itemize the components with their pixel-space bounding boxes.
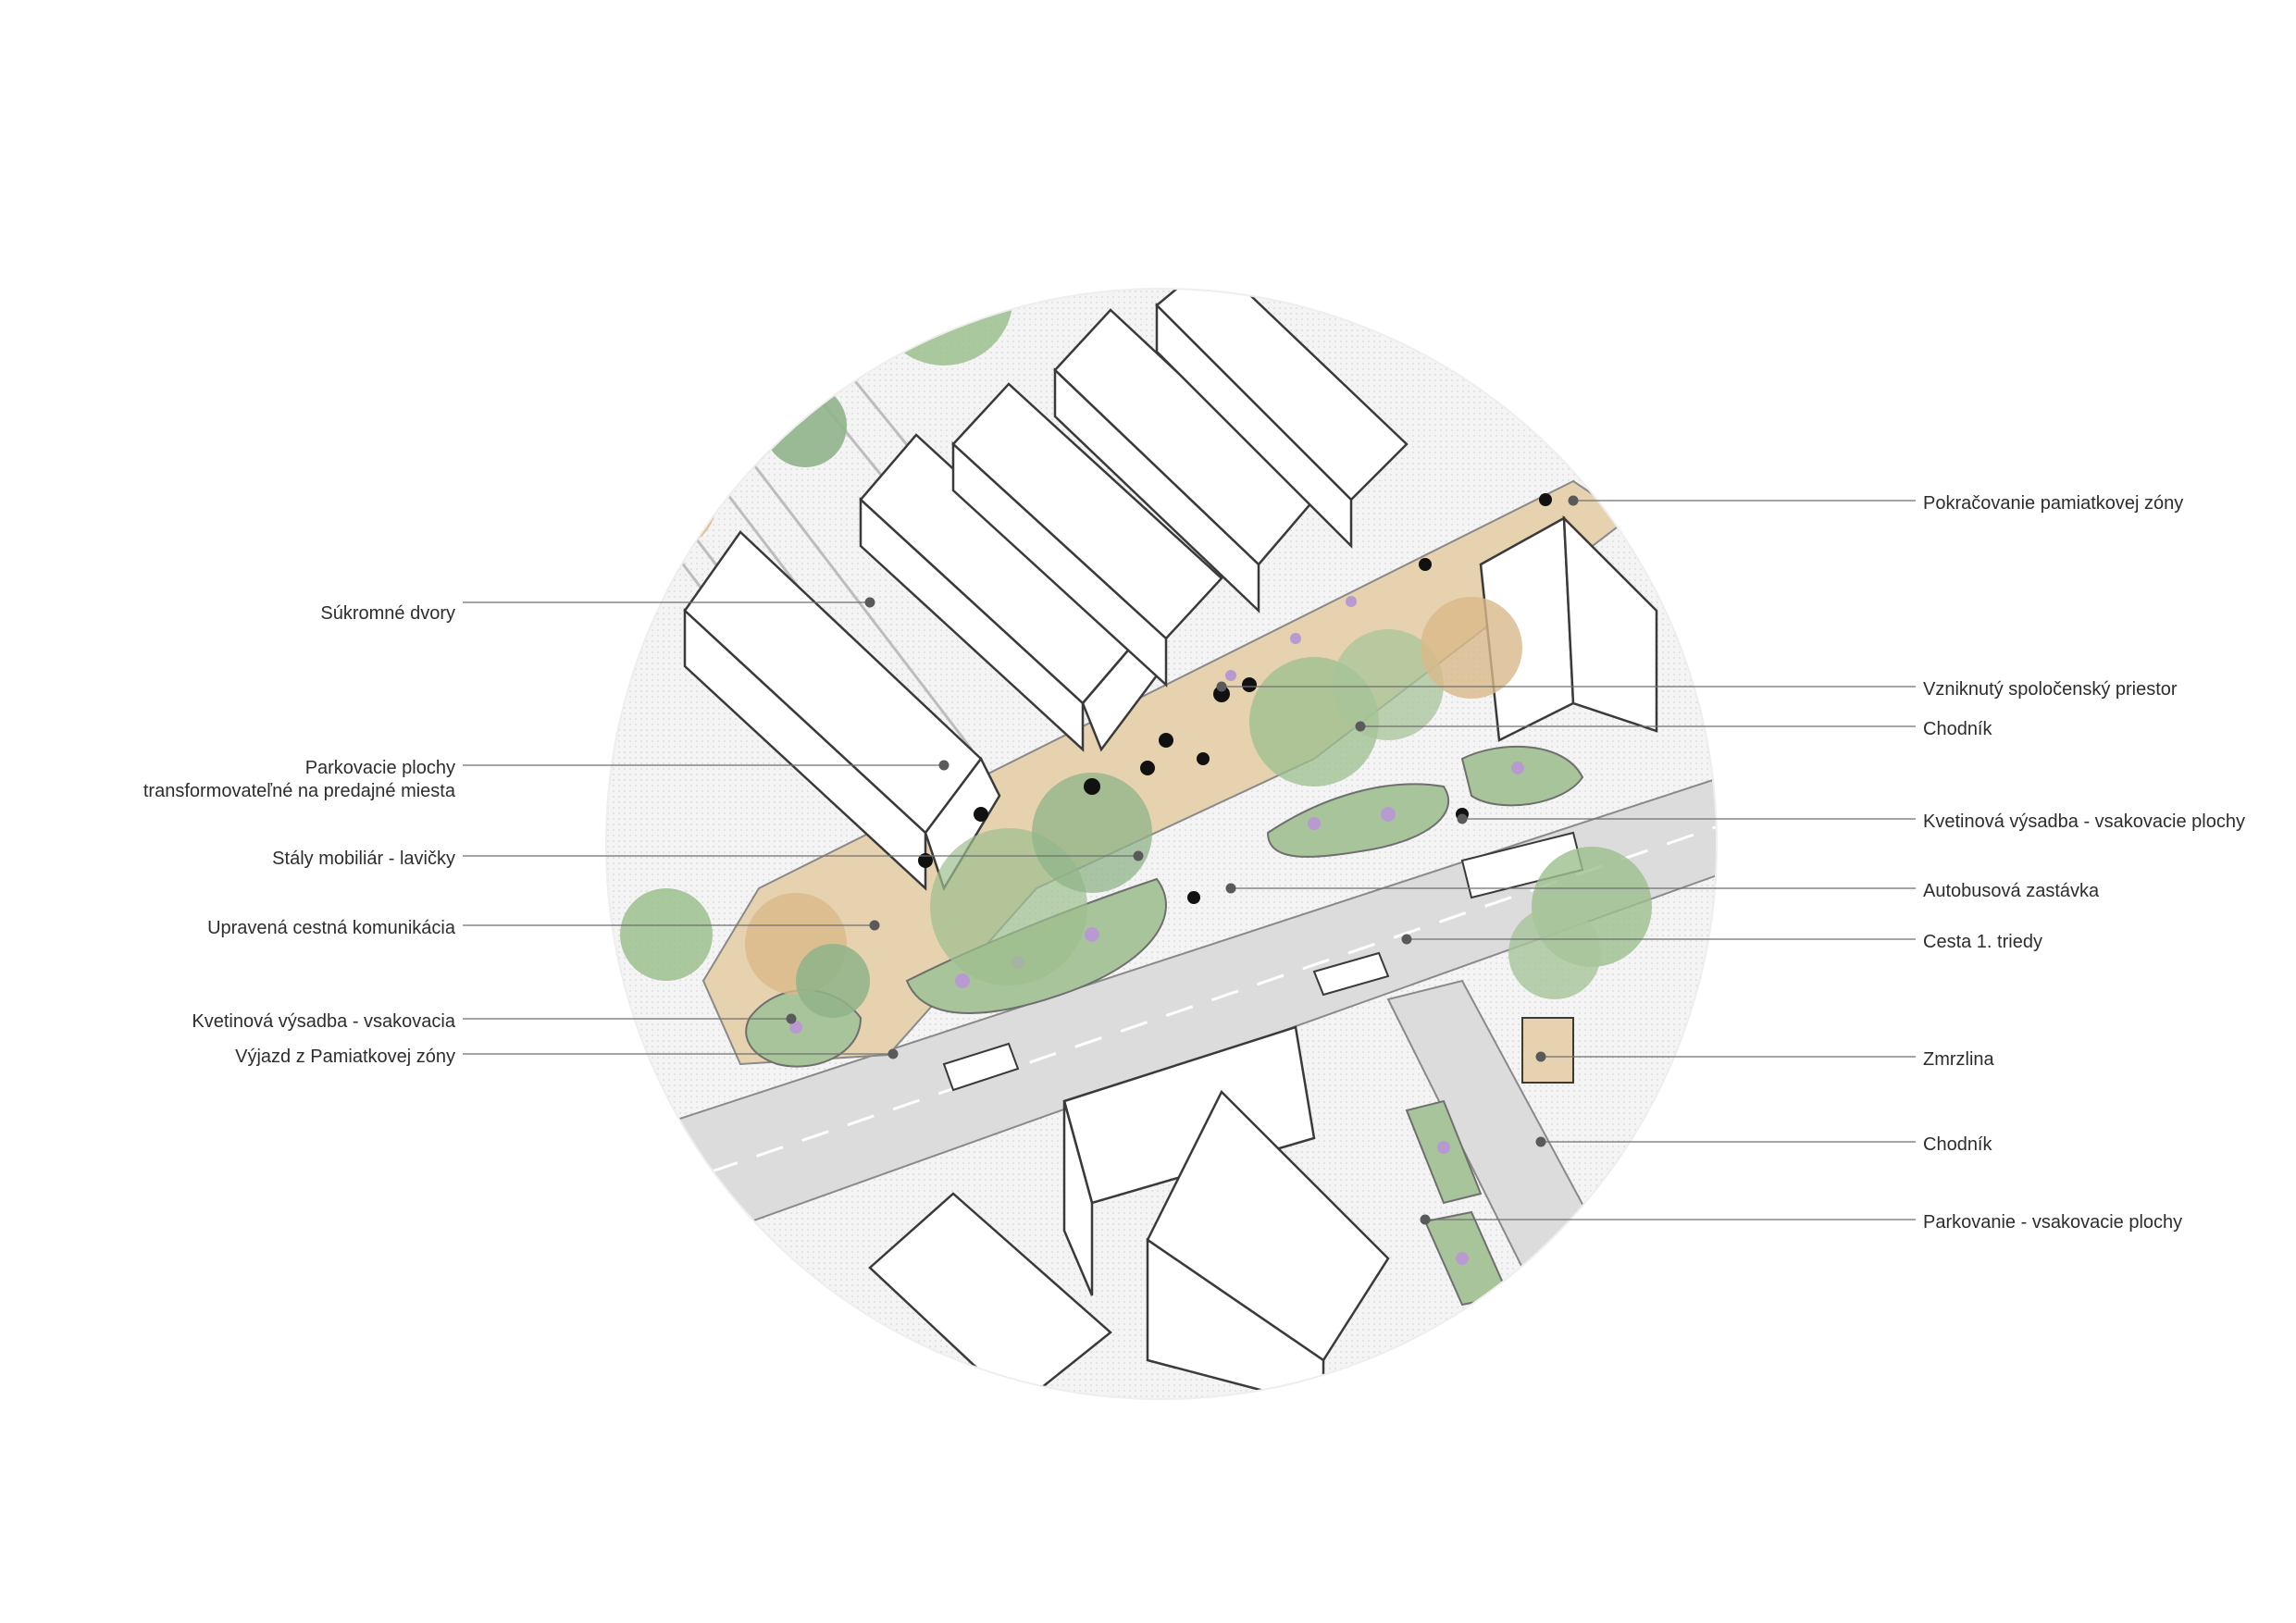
label-line: Výjazd z Pamiatkovej zóny [235,1047,455,1067]
leader-dot-spolocensky-priestor [1216,681,1227,692]
label-line: Kvetinová výsadba - vsakovacie plochy [1923,812,2245,832]
leader-dot-upravena-komunikacia [869,920,880,931]
circle-frame [605,288,1718,1400]
label-line: Zmrzlina [1923,1049,1994,1070]
label-line: Stály mobiliár - lavičky [272,849,455,869]
label-line: Pokračovanie pamiatkovej zóny [1923,493,2184,514]
label-line: Cesta 1. triedy [1923,932,2042,952]
label-zmrzlina: Zmrzlina [1923,1048,1994,1072]
car-1 [1312,951,1390,997]
leader-dot-vyjazd [887,1048,899,1059]
historic-houses [683,289,1409,891]
flower-dots [789,596,1524,1265]
leader-dot-zmrzlina [1535,1051,1546,1062]
label-line: transformovateľné na predajné miesta [143,781,455,801]
leader-dot-cesta [1401,934,1412,945]
label-line: Parkovacie plochy [304,758,455,778]
leader-dot-sukromne-dvory [864,597,875,608]
label-chodnik-lower: Chodník [1923,1134,1992,1157]
leader-dot-parkovacie-plochy [938,760,949,771]
label-pokracovanie: Pokračovanie pamiatkovej zóny [1923,492,2183,515]
leader-dot-chodnik-upper [1355,721,1366,732]
label-line: Chodník [1923,1134,1992,1155]
label-parkovanie: Parkovanie - vsakovacie plochy [1923,1211,2182,1234]
leader-dot-kvetinova-vysadba-right [1457,813,1468,824]
label-line: Chodník [1923,719,1992,739]
label-cesta: Cesta 1. triedy [1923,931,2042,954]
label-parkovacie-plochy: Parkovacie plochy transformovateľné na pr… [143,757,455,803]
label-kvetinova-vysadba-right: Kvetinová výsadba - vsakovacie plochy [1923,811,2245,834]
people [918,493,1552,904]
label-upravena-komunikacia: Upravená cestná komunikácia [207,917,455,940]
leader-lines [463,495,1916,1225]
leader-dot-chodnik-lower [1535,1136,1546,1147]
leader-dot-pokracovanie [1568,495,1579,506]
leader-dot-kvetinova-vysadba-left [786,1013,797,1024]
label-spolocensky-priestor: Vzniknutý spoločenský priestor [1923,678,2178,701]
lower-buildings [868,1025,1390,1399]
label-staly-mobiliar: Stály mobiliár - lavičky [272,848,455,871]
leader-dot-autobusova-zastavka [1225,883,1236,894]
leader-dot-parkovanie [1420,1214,1431,1225]
leader-dot-staly-mobiliar [1133,850,1144,861]
label-line: Vzniknutý spoločenský priestor [1923,679,2178,700]
label-line: Kvetinová výsadba - vsakovacia [192,1011,455,1032]
label-chodnik-upper: Chodník [1923,718,1992,741]
label-line: Parkovanie - vsakovacie plochy [1923,1212,2183,1233]
label-line: Upravená cestná komunikácia [207,918,455,938]
label-line: Autobusová zastávka [1923,881,2100,901]
planting-beds [745,745,1584,1307]
label-sukromne-dvory: Súkromné dvory [320,602,455,626]
car-2 [942,1042,1020,1092]
label-vyjazd: Výjazd z Pamiatkovej zóny [235,1046,455,1069]
label-kvetinova-vysadba-left: Kvetinová výsadba - vsakovacia [192,1010,455,1034]
ice-cream-kiosk [1521,1017,1574,1084]
label-autobusova-zastavka: Autobusová zastávka [1923,880,2099,903]
label-line: Súkromné dvory [320,603,455,624]
